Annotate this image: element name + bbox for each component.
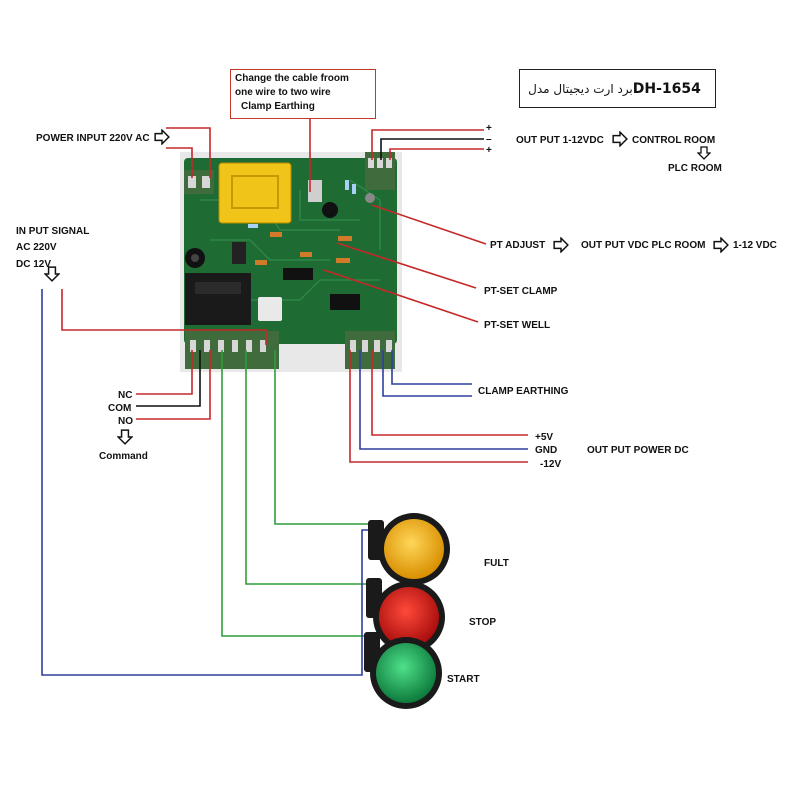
wire-clamp-1 xyxy=(382,350,472,397)
relay xyxy=(185,273,251,325)
wire-clamp-2 xyxy=(391,350,472,385)
lamp-fult xyxy=(368,513,450,585)
label-gnd: GND xyxy=(535,445,557,456)
label-nc: NC xyxy=(118,390,132,401)
label-stop: STOP xyxy=(469,617,496,628)
label-output-plc: OUT PUT VDC PLC ROOM xyxy=(581,240,705,251)
wire-gnd xyxy=(359,350,528,450)
label-pt-set-well: PT-SET WELL xyxy=(484,320,550,331)
wire-pt-well xyxy=(323,269,479,323)
note-box: Change the cable froom one wire to two w… xyxy=(230,69,376,119)
label-output-power: OUT PUT POWER DC xyxy=(587,445,689,456)
wire-fult xyxy=(274,350,374,525)
wire-out-plus1 xyxy=(371,129,484,160)
note-line-2: one wire to two wire xyxy=(235,87,331,98)
label-com: COM xyxy=(108,403,131,414)
label-minus12v: -12V xyxy=(540,459,561,470)
transformer xyxy=(218,162,292,224)
label-range: 1-12 VDC xyxy=(733,240,777,251)
label-control-room: CONTROL ROOM xyxy=(632,135,715,146)
label-input-signal-3: DC 12V xyxy=(16,259,51,270)
wire-out-plus2 xyxy=(389,148,484,160)
label-power-input: POWER INPUT 220V AC xyxy=(36,133,150,144)
wire-pt-clamp xyxy=(336,242,477,289)
wire-start xyxy=(221,350,370,637)
label-plc-room: PLC ROOM xyxy=(668,163,722,174)
note-line-1: Change the cable froom xyxy=(235,73,349,84)
wire-com xyxy=(136,350,201,407)
title-box: DH-1654 برد ارت دیجیتال مدل xyxy=(519,69,716,108)
outline-arrow-right-icon xyxy=(553,237,569,253)
wire-stop xyxy=(245,350,370,585)
wire-no xyxy=(136,350,211,420)
label-input-signal-2: AC 220V xyxy=(16,242,57,253)
pcb-board xyxy=(180,152,402,372)
wire-minus12 xyxy=(349,350,528,463)
lamp-start xyxy=(364,632,442,709)
label-no: NO xyxy=(118,416,133,427)
title-text: برد ارت دیجیتال مدل xyxy=(528,81,633,96)
wire-out-minus xyxy=(380,138,484,160)
lamp-stop xyxy=(366,578,445,653)
wire-power-1 xyxy=(166,147,193,178)
outline-arrow-right-icon xyxy=(713,237,729,253)
label-pt-adjust: PT ADJUST xyxy=(490,240,545,251)
label-clamp-earthing: CLAMP EARTHING xyxy=(478,386,569,397)
wire-nc xyxy=(136,350,193,395)
wire-common xyxy=(41,289,374,676)
wire-input-signal xyxy=(61,289,267,345)
wire-power-2 xyxy=(166,127,211,178)
outline-arrow-down-icon xyxy=(117,429,133,445)
wire-pt-adjust xyxy=(371,204,487,245)
label-command: Command xyxy=(99,451,148,462)
wire-plus5 xyxy=(371,350,528,436)
model-number: DH-1654 xyxy=(632,80,701,97)
label-pt-set-clamp: PT-SET CLAMP xyxy=(484,286,558,297)
label-minus: – xyxy=(486,134,492,145)
label-fult: FULT xyxy=(484,558,509,569)
label-input-signal-1: IN PUT SIGNAL xyxy=(16,226,89,237)
label-plus-2: + xyxy=(486,145,492,156)
outline-arrow-down-icon xyxy=(697,146,711,160)
label-plus5v: +5V xyxy=(535,432,553,443)
outline-arrow-right-icon xyxy=(612,131,628,147)
label-plus-1: + xyxy=(486,123,492,134)
outline-arrow-right-icon xyxy=(154,129,170,145)
label-start: START xyxy=(447,674,480,685)
label-output-top: OUT PUT 1-12VDC xyxy=(516,135,604,146)
note-line-3: Clamp Earthing xyxy=(241,101,315,112)
